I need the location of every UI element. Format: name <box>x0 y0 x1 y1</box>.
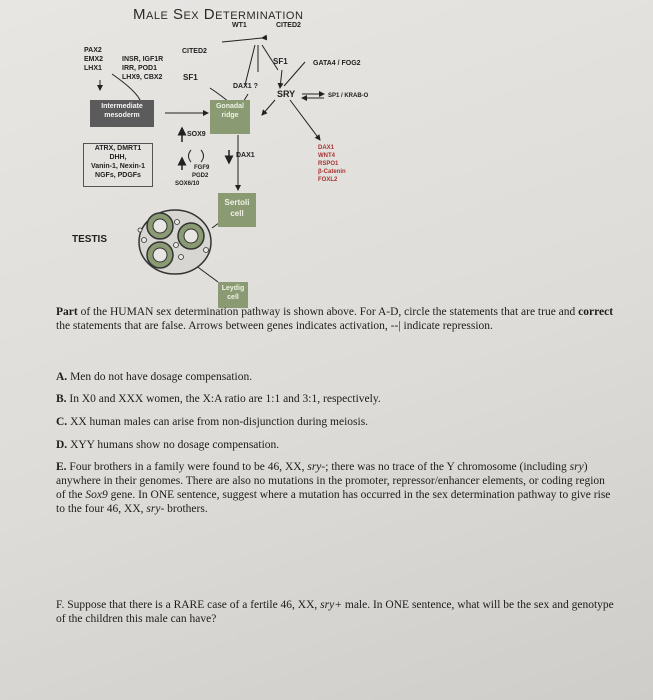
question-f-text-2: male. In ONE sentence, what will be the … <box>56 599 614 625</box>
question-e-sry-1: sry- <box>307 461 326 473</box>
intro-paragraph: Part of the HUMAN sex determination path… <box>56 305 616 333</box>
question-c-text: XX human males can arise from non-disjun… <box>70 416 369 428</box>
question-e-text-4: gene. In ONE sentence, suggest where a m… <box>56 489 611 515</box>
question-c-letter: C. <box>56 416 68 428</box>
label-irr: IRR, POD1 <box>122 65 158 72</box>
question-d-letter: D. <box>56 439 68 451</box>
label-sox9: SOX9 <box>187 131 206 138</box>
arrow-sf1-sry <box>277 69 284 89</box>
line-left-group <box>111 73 141 101</box>
intro-part-word: Part <box>56 306 78 318</box>
question-e-text-5: brothers. <box>164 503 208 515</box>
label-cited2-mid: CITED2 <box>182 48 207 55</box>
label-sry: SRY <box>277 89 296 99</box>
arrow-sry-right <box>289 99 321 141</box>
label-dax1-q: DAX1 ? <box>233 83 258 90</box>
question-a-text: Men do not have dosage compensation. <box>70 371 253 383</box>
label-sf1-right: SF1 <box>273 57 288 66</box>
intro-correct-word: correct <box>578 306 614 318</box>
intro-text-1: of the HUMAN sex determination pathway i… <box>77 306 579 318</box>
line-testis-leydig <box>194 264 219 283</box>
question-e-sry-3: sry- <box>146 503 165 515</box>
box-intermediate-mesoderm: Intermediate mesoderm <box>90 100 154 127</box>
question-d-text: XYY humans show no dosage compensation. <box>70 439 280 451</box>
label-fgf9: FGF9 <box>194 165 210 171</box>
box-leydig-cell: Leydig cell <box>218 282 248 308</box>
box-gonadal-ridge: Gonadal ridge <box>210 100 250 134</box>
label-insr: INSR, IGF1R <box>122 56 164 63</box>
label-emx2: EMX2 <box>84 56 104 63</box>
label-sf1-left: SF1 <box>183 73 198 82</box>
box-atrx-group: ATRX, DMRT1 DHH, Vanin-1, Nexin-1 NGFs, … <box>83 143 153 187</box>
question-d: D. XYY humans show no dosage compensatio… <box>56 438 616 452</box>
label-female-genes: DAX1 WNT4 RSPO1 β-Catenin FOXL2 <box>318 145 346 183</box>
label-gata4: GATA4 / FOG2 <box>313 60 361 67</box>
question-f-sry: sry+ <box>320 599 342 611</box>
label-pax2: PAX2 <box>84 47 102 54</box>
question-e-text-1: Four brothers in a family were found to … <box>69 461 308 473</box>
label-sox6-10: SOX6/10 <box>175 181 200 187</box>
label-lhx9: LHX9, CBX2 <box>122 74 163 81</box>
label-wt1: WT1 <box>232 22 247 29</box>
question-a: A. Men do not have dosage compensation. <box>56 370 616 384</box>
line-wt1-left <box>244 44 256 86</box>
page-title: Male Sex Determination <box>133 6 304 23</box>
label-lhx1: LHX1 <box>84 65 102 72</box>
pathway-diagram <box>97 34 325 283</box>
question-b: B. In X0 and XXX women, the X:A ratio ar… <box>56 392 616 406</box>
question-b-text: In X0 and XXX women, the X:A ratio are 1… <box>69 393 381 405</box>
question-e-sry-2: sry <box>569 461 584 473</box>
label-sp1: SP1 / KRAB-O <box>328 93 369 99</box>
question-e-letter: E. <box>56 461 67 473</box>
question-a-letter: A. <box>56 371 68 383</box>
arrow-sry-ridge <box>261 99 276 116</box>
testis-tubules-icon <box>137 209 212 275</box>
curve-right <box>200 149 204 163</box>
question-f: F. Suppose that there is a RARE case of … <box>56 598 616 626</box>
question-e: E. Four brothers in a family were found … <box>56 460 616 516</box>
label-cited2-top: CITED2 <box>276 22 301 29</box>
curve-left <box>188 149 192 163</box>
question-b-letter: B. <box>56 393 67 405</box>
arrow-wt1 <box>221 34 268 43</box>
question-c: C. XX human males can arise from non-dis… <box>56 415 616 429</box>
label-dax1-mid: DAX1 <box>236 152 255 159</box>
intro-text-2: the statements that are false. Arrows be… <box>56 320 493 332</box>
question-f-text-1: F. Suppose that there is a RARE case of … <box>56 599 321 611</box>
label-pgd2: PGD2 <box>192 173 209 179</box>
line-gata4 <box>283 61 306 87</box>
question-e-text-3: ) anywhere in their genomes. There are a… <box>56 461 605 501</box>
question-e-text-2: ; there was no trace of the Y chromosome… <box>325 461 570 473</box>
question-e-sox9: Sox9 <box>85 489 108 501</box>
box-sertoli-cell: Sertoli cell <box>218 193 256 227</box>
label-testis: TESTIS <box>72 234 108 245</box>
line-wt1-right <box>261 44 279 71</box>
